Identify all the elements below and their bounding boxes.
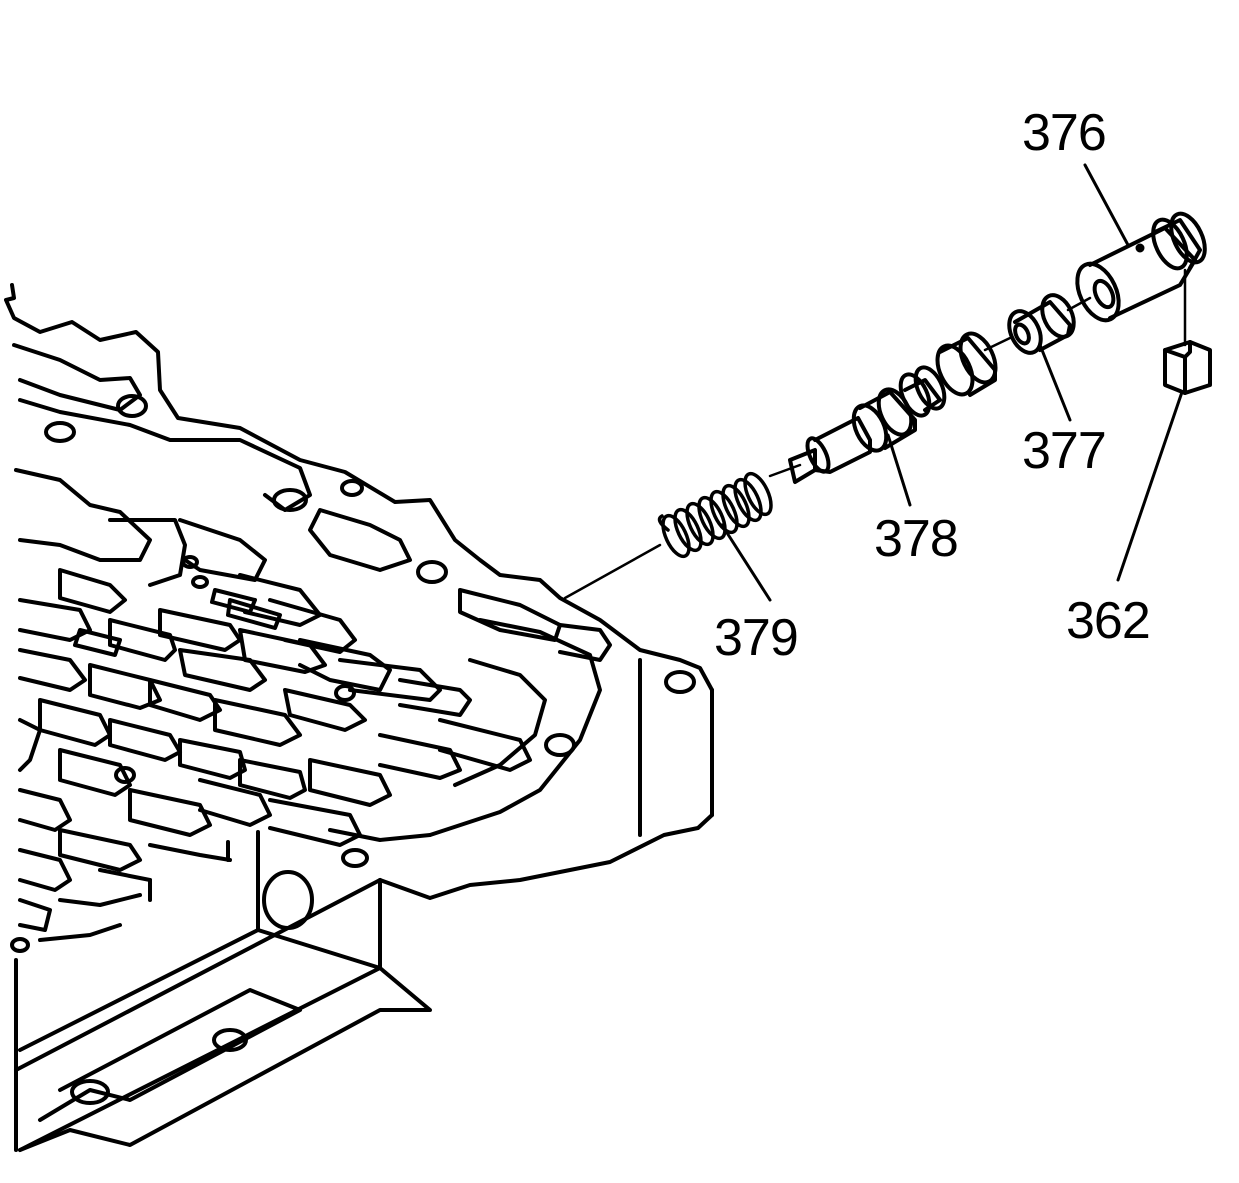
retainer-clip-362 — [1163, 268, 1212, 395]
callout-362: 362 — [1066, 592, 1150, 650]
valve-body — [4, 283, 714, 1152]
sleeve-376 — [1075, 211, 1207, 323]
callouts: 376 377 378 379 362 — [714, 104, 1151, 667]
callout-379: 379 — [714, 609, 798, 667]
valve-378 — [788, 331, 998, 484]
spring-379 — [657, 471, 773, 559]
plug-377 — [1007, 293, 1076, 355]
axis-line — [563, 543, 662, 600]
callout-378: 378 — [874, 510, 958, 568]
callout-376: 376 — [1022, 104, 1106, 162]
leader-lines — [720, 163, 1184, 602]
callout-377: 377 — [1022, 422, 1106, 480]
